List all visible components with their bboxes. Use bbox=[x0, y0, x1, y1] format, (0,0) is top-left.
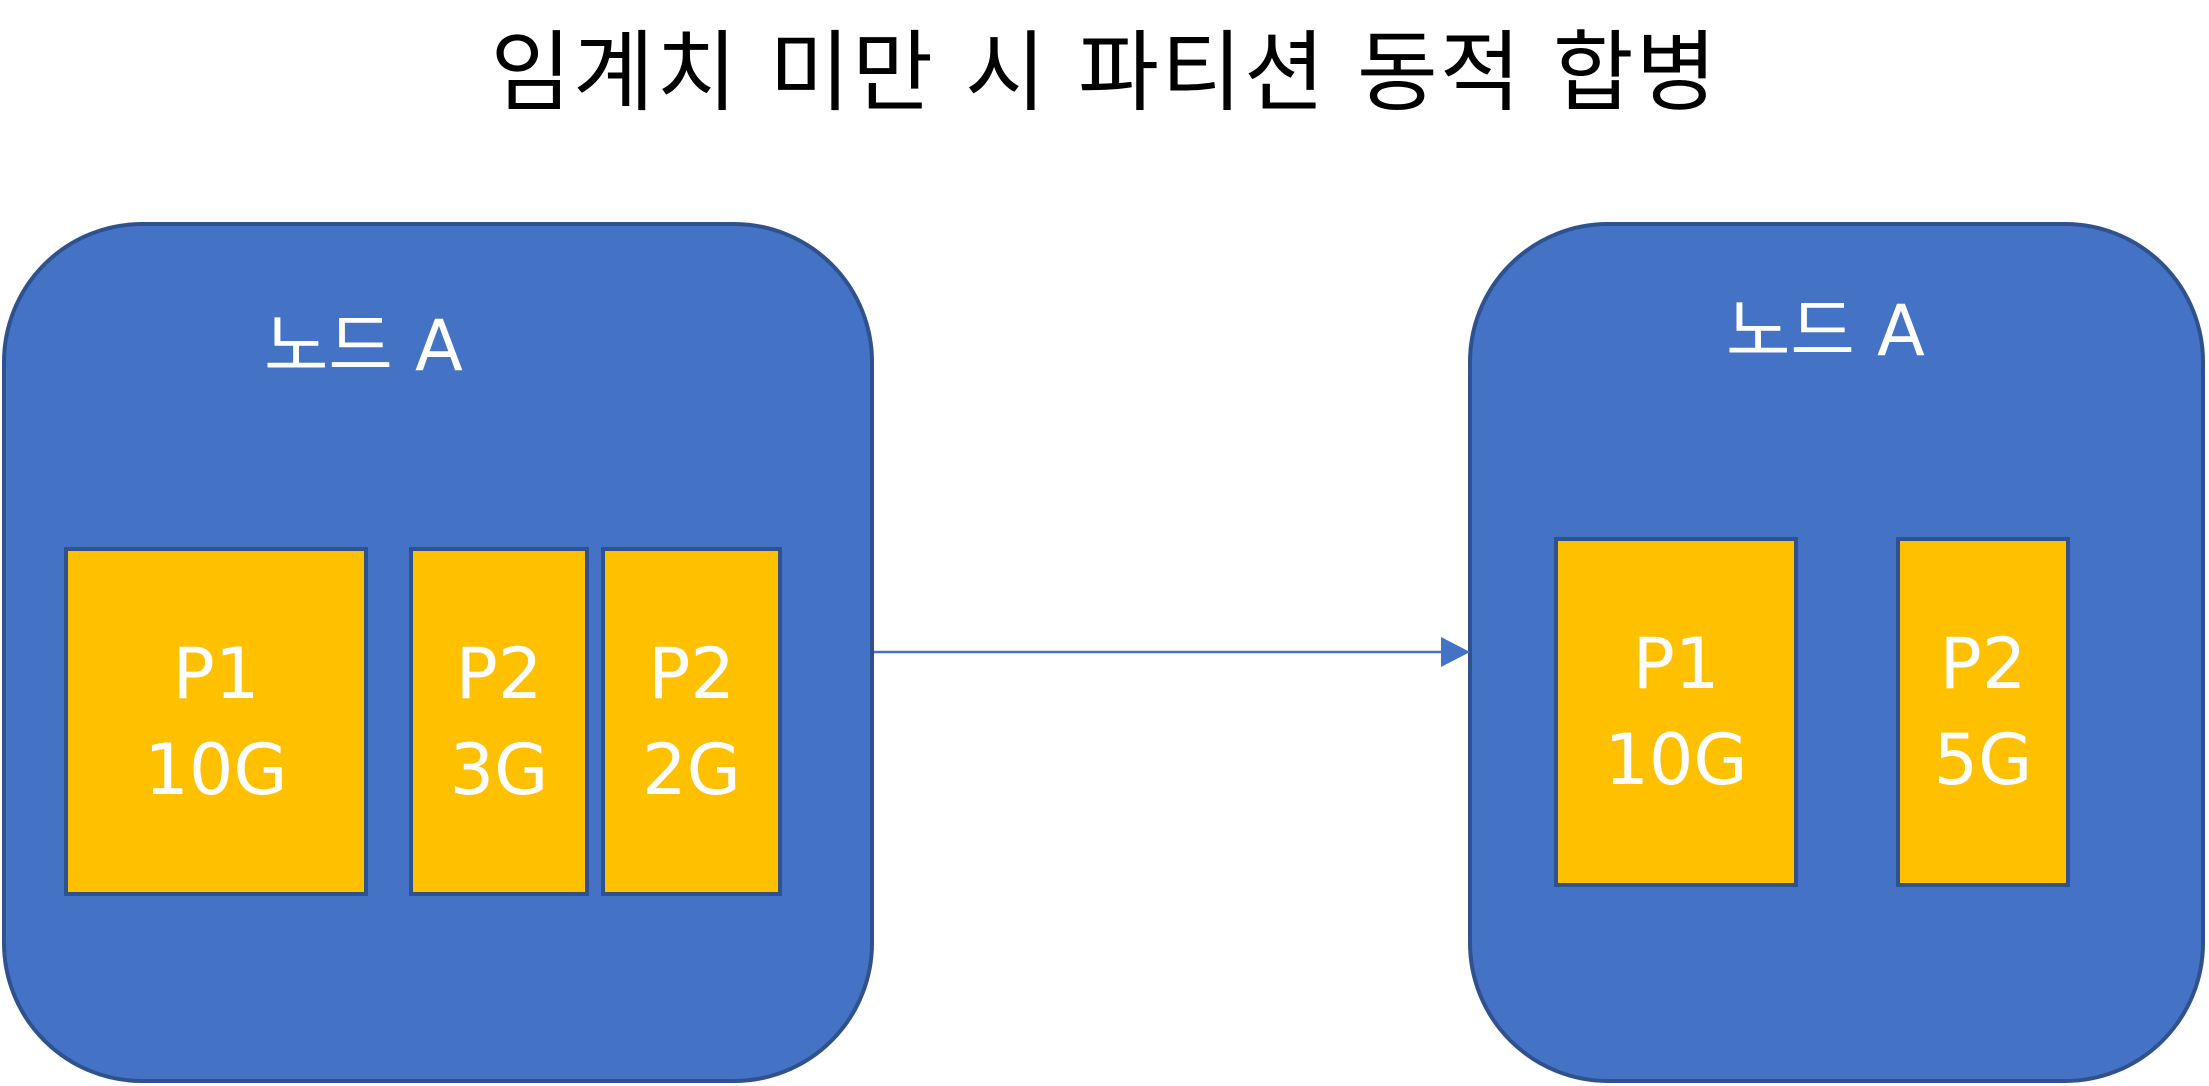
partition-before-p1: P1 10G bbox=[64, 547, 368, 896]
partition-before-p2-b: P2 2G bbox=[601, 547, 782, 896]
partition-size: 3G bbox=[449, 728, 549, 811]
partition-size: 2G bbox=[642, 728, 741, 811]
arrow-head bbox=[1441, 637, 1470, 667]
node-label: 노드 A bbox=[1726, 290, 1925, 372]
partition-after-p2: P2 5G bbox=[1896, 537, 2070, 887]
partition-size: 10G bbox=[1604, 719, 1748, 801]
partition-name: P1 bbox=[1632, 623, 1720, 705]
node-label: 노드 A bbox=[264, 305, 463, 387]
partition-size: 10G bbox=[144, 728, 288, 811]
partition-size: 5G bbox=[1933, 719, 2033, 801]
partition-name: P2 bbox=[648, 632, 735, 715]
diagram-title: 임계치 미만 시 파티션 동적 합병 bbox=[490, 21, 1719, 124]
partition-name: P1 bbox=[172, 632, 260, 715]
partition-name: P2 bbox=[455, 632, 543, 715]
partition-after-p1: P1 10G bbox=[1554, 537, 1798, 887]
partition-before-p2-a: P2 3G bbox=[409, 547, 589, 896]
partition-name: P2 bbox=[1939, 623, 2027, 705]
